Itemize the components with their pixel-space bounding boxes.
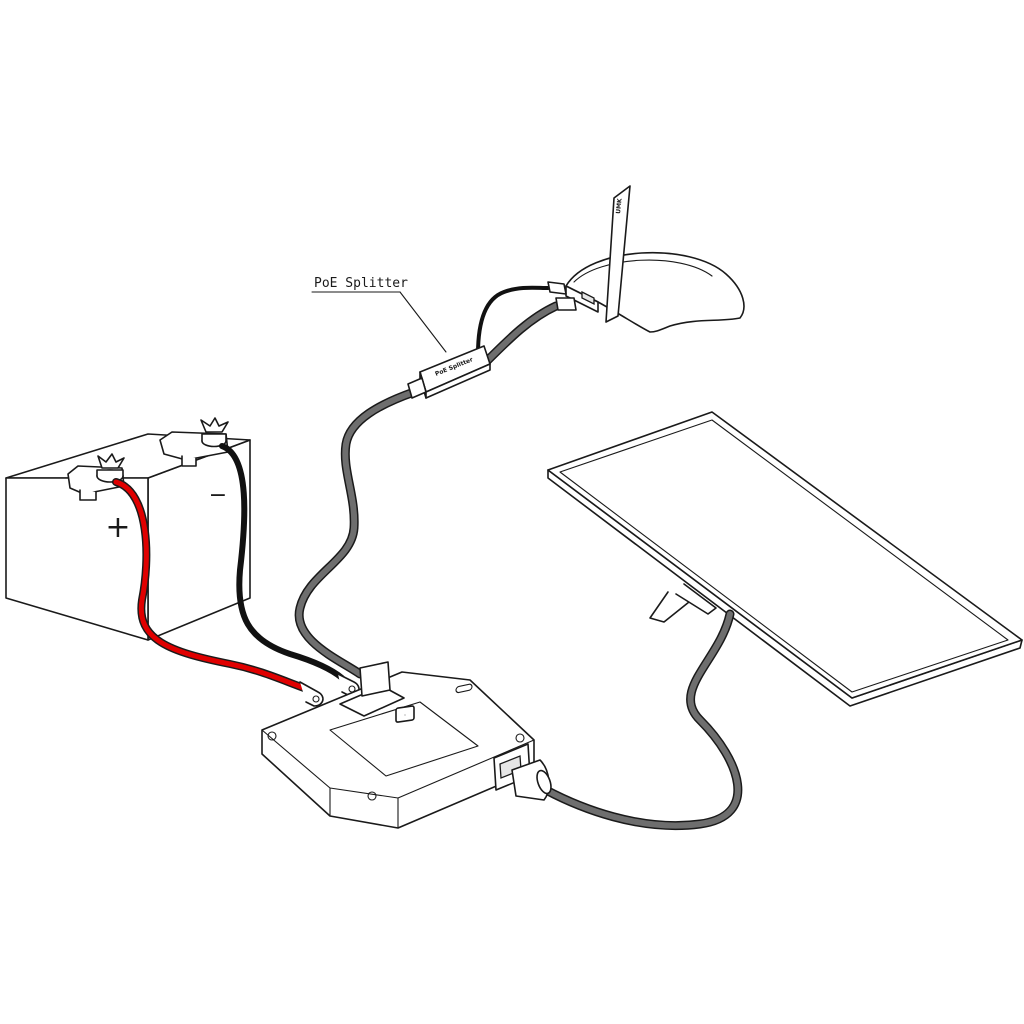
router-data-plug <box>555 297 577 311</box>
positive-cable <box>112 478 308 692</box>
panel-stand-leg-2 <box>675 583 717 615</box>
splitter-input-plug <box>407 377 427 399</box>
controller-usb-port <box>455 683 473 694</box>
router-antenna <box>605 185 631 323</box>
positive-terminal <box>67 453 125 501</box>
controller-screw <box>515 733 525 743</box>
splitter-power-cable <box>476 285 550 356</box>
negative-cable <box>219 443 345 681</box>
battery: + − <box>5 417 251 641</box>
router-port <box>581 290 595 306</box>
router: UMK <box>565 185 745 333</box>
svg-text:UMK: UMK <box>615 198 624 214</box>
poe-splitter-label: PoE Splitter <box>314 276 408 291</box>
poe-splitter-callout: PoE Splitter <box>311 276 447 353</box>
controller-screw <box>367 791 377 801</box>
battery-negative-mark: − <box>209 483 227 508</box>
data-cable-panel <box>541 609 743 831</box>
controller-cable-gland <box>359 661 391 697</box>
negative-terminal <box>159 417 229 467</box>
panel-face <box>547 411 1023 699</box>
battery-positive-mark: + <box>105 510 130 545</box>
controller-power-button <box>395 705 415 723</box>
data-cable-splitter <box>294 387 419 679</box>
panel-stand-leg <box>649 591 695 623</box>
controller <box>261 661 552 829</box>
panel-face-inner <box>559 419 1009 693</box>
controller-label-plate <box>329 701 479 777</box>
router-body <box>565 251 745 333</box>
solar-panel <box>547 411 1023 707</box>
controller-screw <box>267 731 277 741</box>
battery-front-face <box>5 477 149 641</box>
router-power-plug <box>547 281 567 295</box>
data-cable-router <box>481 301 561 367</box>
positive-ring-terminal <box>299 681 324 707</box>
poe-splitter: PoE Splitter <box>407 281 577 399</box>
